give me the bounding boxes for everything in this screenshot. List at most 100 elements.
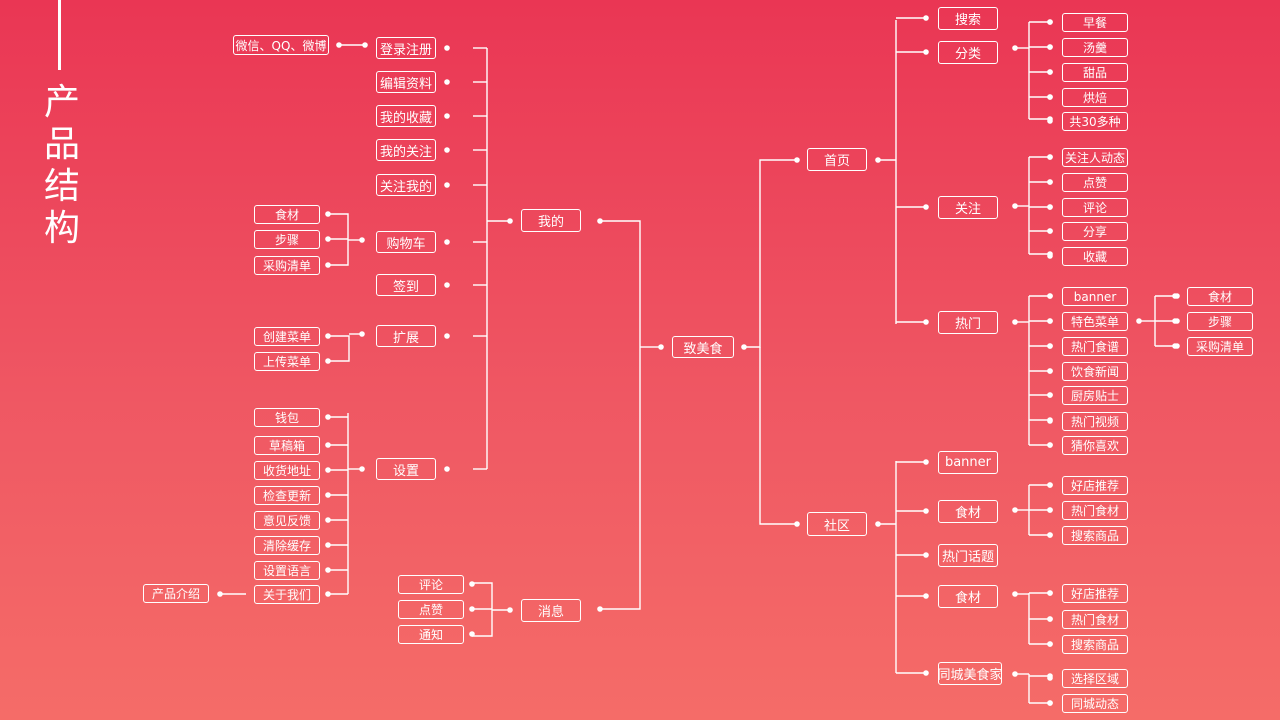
connector-dot	[1047, 44, 1053, 50]
connector-dot	[325, 414, 331, 420]
mine-item-login[interactable]: 登录注册	[376, 37, 436, 59]
hot-child-1[interactable]: 特色菜单	[1062, 312, 1128, 331]
node-messages[interactable]: 消息	[521, 599, 581, 622]
message-child-2[interactable]: 通知	[398, 625, 464, 644]
connector-dot	[1047, 700, 1053, 706]
mine-item-edit_profile[interactable]: 编辑资料	[376, 71, 436, 93]
mine-item-extend[interactable]: 扩展	[376, 325, 436, 347]
mine-item-my_follows[interactable]: 我的关注	[376, 139, 436, 161]
hot-child-2[interactable]: 热门食谱	[1062, 337, 1128, 356]
connector-dot	[923, 670, 929, 676]
home-search[interactable]: 搜索	[938, 7, 998, 30]
hot-child-0[interactable]: banner	[1062, 287, 1128, 306]
connector-dot	[923, 459, 929, 465]
follow-child-3[interactable]: 分享	[1062, 222, 1128, 241]
connector-dot	[444, 239, 450, 245]
home-hot[interactable]: 热门	[938, 311, 998, 334]
connector-dot	[597, 606, 603, 612]
mine-item-my_favorites[interactable]: 我的收藏	[376, 105, 436, 127]
cart-child-1[interactable]: 步骤	[254, 230, 320, 249]
mine-item-followers[interactable]: 关注我的	[376, 174, 436, 196]
connector-dot	[1047, 318, 1053, 324]
connector-dot	[444, 282, 450, 288]
connector-dot	[1047, 204, 1053, 210]
connector-dot	[1174, 293, 1180, 299]
community-ingredients-1-child-1[interactable]: 热门食材	[1062, 501, 1128, 520]
connector-dot	[325, 542, 331, 548]
connector-dot	[325, 467, 331, 473]
connector-dot	[1047, 116, 1053, 122]
community-ingredients-1-child-0[interactable]: 好店推荐	[1062, 476, 1128, 495]
connector-dot	[444, 466, 450, 472]
node-community[interactable]: 社区	[807, 512, 867, 536]
community-ingredients-2-child-0[interactable]: 好店推荐	[1062, 584, 1128, 603]
follow-child-4[interactable]: 收藏	[1062, 247, 1128, 266]
extend-child-0[interactable]: 创建菜单	[254, 327, 320, 346]
connector-dot	[923, 552, 929, 558]
mine-item-cart[interactable]: 购物车	[376, 231, 436, 253]
community-ingredients-2-child-2[interactable]: 搜索商品	[1062, 635, 1128, 654]
connector-dot	[359, 331, 365, 337]
connector-dot	[1047, 590, 1053, 596]
special-menu-child-0[interactable]: 食材	[1187, 287, 1253, 306]
about-child[interactable]: 产品介绍	[143, 584, 209, 603]
mine-item-checkin[interactable]: 签到	[376, 274, 436, 296]
node-mine[interactable]: 我的	[521, 209, 581, 232]
follow-child-2[interactable]: 评论	[1062, 198, 1128, 217]
category-child-2[interactable]: 甜品	[1062, 63, 1128, 82]
home-follow[interactable]: 关注	[938, 196, 998, 219]
settings-child-1[interactable]: 草稿箱	[254, 436, 320, 455]
connector-dot	[1047, 251, 1053, 257]
community-ingredients-1-child-2[interactable]: 搜索商品	[1062, 526, 1128, 545]
community-ingredients-2[interactable]: 食材	[938, 585, 998, 608]
hot-child-6[interactable]: 猜你喜欢	[1062, 436, 1128, 455]
connector-dot	[794, 157, 800, 163]
connector-dot	[444, 45, 450, 51]
home-category[interactable]: 分类	[938, 41, 998, 64]
settings-child-4[interactable]: 意见反馈	[254, 511, 320, 530]
category-child-3[interactable]: 烘焙	[1062, 88, 1128, 107]
cart-child-0[interactable]: 食材	[254, 205, 320, 224]
extend-child-1[interactable]: 上传菜单	[254, 352, 320, 371]
hot-child-3[interactable]: 饮食新闻	[1062, 362, 1128, 381]
settings-child-2[interactable]: 收货地址	[254, 461, 320, 480]
community-hot-topics[interactable]: 热门话题	[938, 544, 998, 567]
category-child-0[interactable]: 早餐	[1062, 13, 1128, 32]
community-ingredients-2-child-1[interactable]: 热门食材	[1062, 610, 1128, 629]
category-child-1[interactable]: 汤羹	[1062, 38, 1128, 57]
connector-dot	[359, 237, 365, 243]
community-banner[interactable]: banner	[938, 451, 998, 474]
connector-dot	[923, 204, 929, 210]
connector-dot	[1047, 641, 1053, 647]
message-child-1[interactable]: 点赞	[398, 600, 464, 619]
category-child-4[interactable]: 共30多种	[1062, 112, 1128, 131]
follow-child-0[interactable]: 关注人动态	[1062, 148, 1128, 167]
connector-line	[759, 347, 797, 525]
settings-child-0[interactable]: 钱包	[254, 408, 320, 427]
node-home[interactable]: 首页	[807, 148, 867, 171]
community-local-child-1[interactable]: 同城动态	[1062, 694, 1128, 713]
connector-line	[328, 335, 350, 362]
connector-dot	[1047, 616, 1053, 622]
mine-item-settings[interactable]: 设置	[376, 458, 436, 480]
connector-dot	[1047, 392, 1053, 398]
special-menu-child-2[interactable]: 采购清单	[1187, 337, 1253, 356]
settings-child-3[interactable]: 检查更新	[254, 486, 320, 505]
hot-child-5[interactable]: 热门视频	[1062, 412, 1128, 431]
community-local-child-0[interactable]: 选择区域	[1062, 669, 1128, 688]
hot-child-4[interactable]: 厨房贴士	[1062, 386, 1128, 405]
special-menu-child-1[interactable]: 步骤	[1187, 312, 1253, 331]
settings-child-6[interactable]: 设置语言	[254, 561, 320, 580]
connector-dot	[325, 517, 331, 523]
follow-child-1[interactable]: 点赞	[1062, 173, 1128, 192]
settings-child-7[interactable]: 关于我们	[254, 585, 320, 604]
connector-dot	[444, 113, 450, 119]
community-local-foodies[interactable]: 同城美食家	[938, 662, 1003, 685]
message-child-0[interactable]: 评论	[398, 575, 464, 594]
root-node[interactable]: 致美食	[672, 336, 734, 358]
community-ingredients-1[interactable]: 食材	[938, 500, 998, 523]
cart-child-2[interactable]: 采购清单	[254, 256, 320, 275]
settings-child-5[interactable]: 清除缓存	[254, 536, 320, 555]
title-accent-bar	[58, 0, 61, 70]
login-option[interactable]: 微信、QQ、微博	[233, 35, 329, 55]
